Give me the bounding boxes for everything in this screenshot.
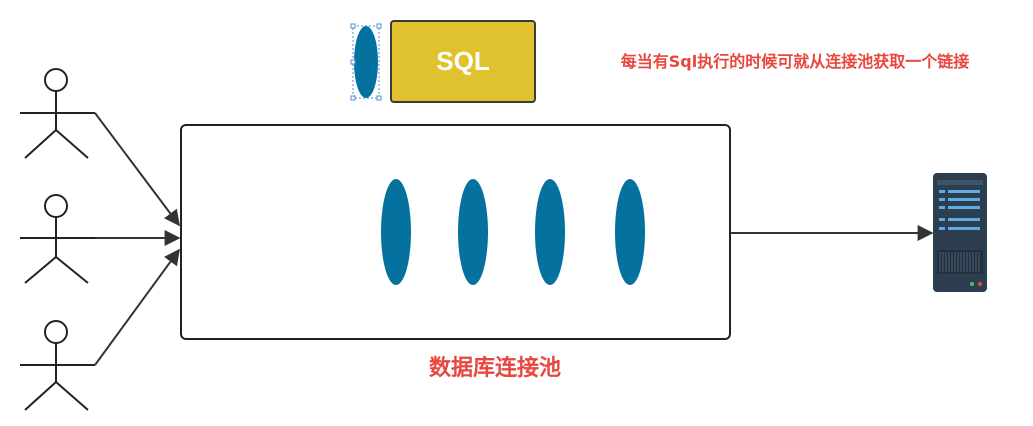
server-icon <box>933 173 987 292</box>
user-1-icon <box>20 68 95 159</box>
pool-connection-4 <box>615 179 645 285</box>
annotation-note: 每当有Sql执行的时候可就从连接池获取一个链接 <box>620 52 970 71</box>
user-2-icon <box>20 194 95 284</box>
pool-title: 数据库连接池 <box>428 356 561 381</box>
active-connection[interactable] <box>350 23 382 101</box>
sql-box <box>390 20 536 103</box>
pool-connection-2 <box>458 179 488 285</box>
pool-connection-3 <box>535 179 565 285</box>
pool-connection-1 <box>381 179 411 285</box>
connection-pool-box <box>180 124 731 340</box>
user-3-icon <box>20 320 95 411</box>
arrow-user-1-to-pool <box>94 112 180 227</box>
arrow-user-3-to-pool <box>94 248 180 366</box>
